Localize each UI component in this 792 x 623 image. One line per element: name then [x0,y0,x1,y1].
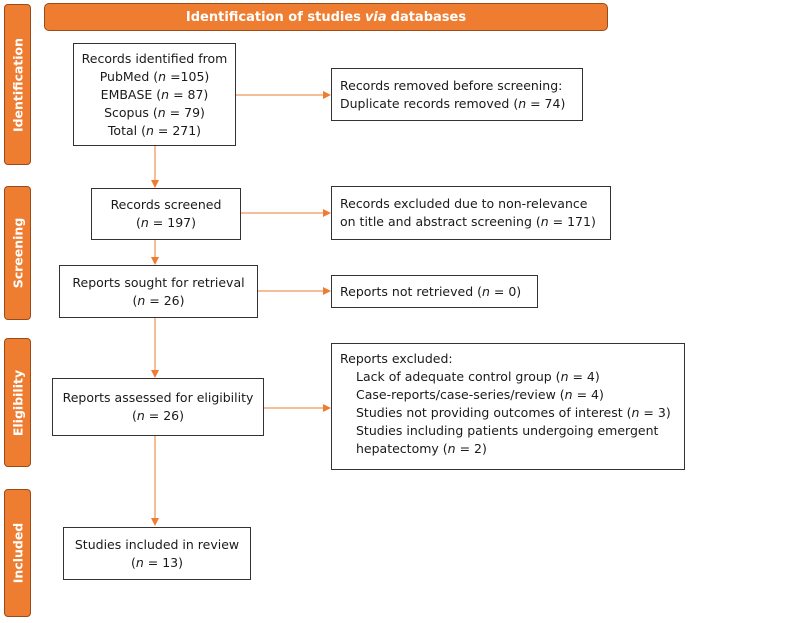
flow-banner: Identification of studies via databases [44,3,608,31]
reports-assessed-box: Reports assessed for eligibility (n = 26… [52,378,264,436]
reports-sought-heading: Reports sought for retrieval [72,274,245,290]
excluded-reason-emergent-line2: hepatectomy (n = 2) [356,441,487,456]
records-identified-box: Records identified from PubMed (n =105) … [73,43,236,146]
stage-eligibility: Eligibility [4,338,31,467]
records-removed-box: Records removed before screening: Duplic… [331,68,583,121]
records-screened-box: Records screened (n = 197) [91,188,241,240]
stage-included: Included [4,489,31,617]
reports-excluded-heading: Reports excluded: [340,351,453,366]
embase-count: EMBASE (n = 87) [100,86,209,102]
duplicates-removed: Duplicate records removed (n = 74) [340,95,566,111]
stage-identification: Identification [4,4,31,165]
reports-not-retrieved-box: Reports not retrieved (n = 0) [331,275,538,308]
records-excluded-box: Records excluded due to non-relevance on… [331,186,611,240]
reports-sought-count: (n = 26) [132,292,185,308]
total-count: Total (n = 271) [107,122,202,138]
reports-excluded-box: Reports excluded: Lack of adequate contr… [331,343,685,470]
banner-text-start: Identification of studies [185,9,361,25]
excluded-reason-emergent-line1: Studies including patients undergoing em… [356,423,659,438]
records-identified-heading: Records identified from [81,50,228,66]
records-excluded-heading: Records excluded due to non-relevance [340,196,588,211]
scopus-count: Scopus (n = 79) [104,104,205,120]
excluded-reason-no-outcomes: Studies not providing outcomes of intere… [356,405,671,420]
records-excluded-count: on title and abstract screening (n = 171… [340,214,596,229]
records-screened-heading: Records screened [110,197,222,212]
stage-screening: Screening [4,186,31,320]
studies-included-heading: Studies included in review [74,536,240,552]
excluded-reason-control-group: Lack of adequate control group (n = 4) [356,369,600,384]
pubmed-count: PubMed (n =105) [99,68,210,84]
studies-included-count: (n = 13) [130,554,184,570]
banner-text-italic: via [364,9,387,25]
reports-sought-box: Reports sought for retrieval (n = 26) [59,265,258,318]
reports-assessed-count: (n = 26) [131,408,185,423]
records-screened-count: (n = 197) [136,215,196,230]
studies-included-box: Studies included in review (n = 13) [63,527,251,580]
excluded-reason-case-reports: Case-reports/case-series/review (n = 4) [356,387,604,402]
reports-assessed-heading: Reports assessed for eligibility [62,390,254,405]
reports-not-retrieved-count: Reports not retrieved (n = 0) [340,283,522,299]
banner-text-end: databases [390,9,467,25]
records-removed-heading: Records removed before screening: [340,77,563,93]
